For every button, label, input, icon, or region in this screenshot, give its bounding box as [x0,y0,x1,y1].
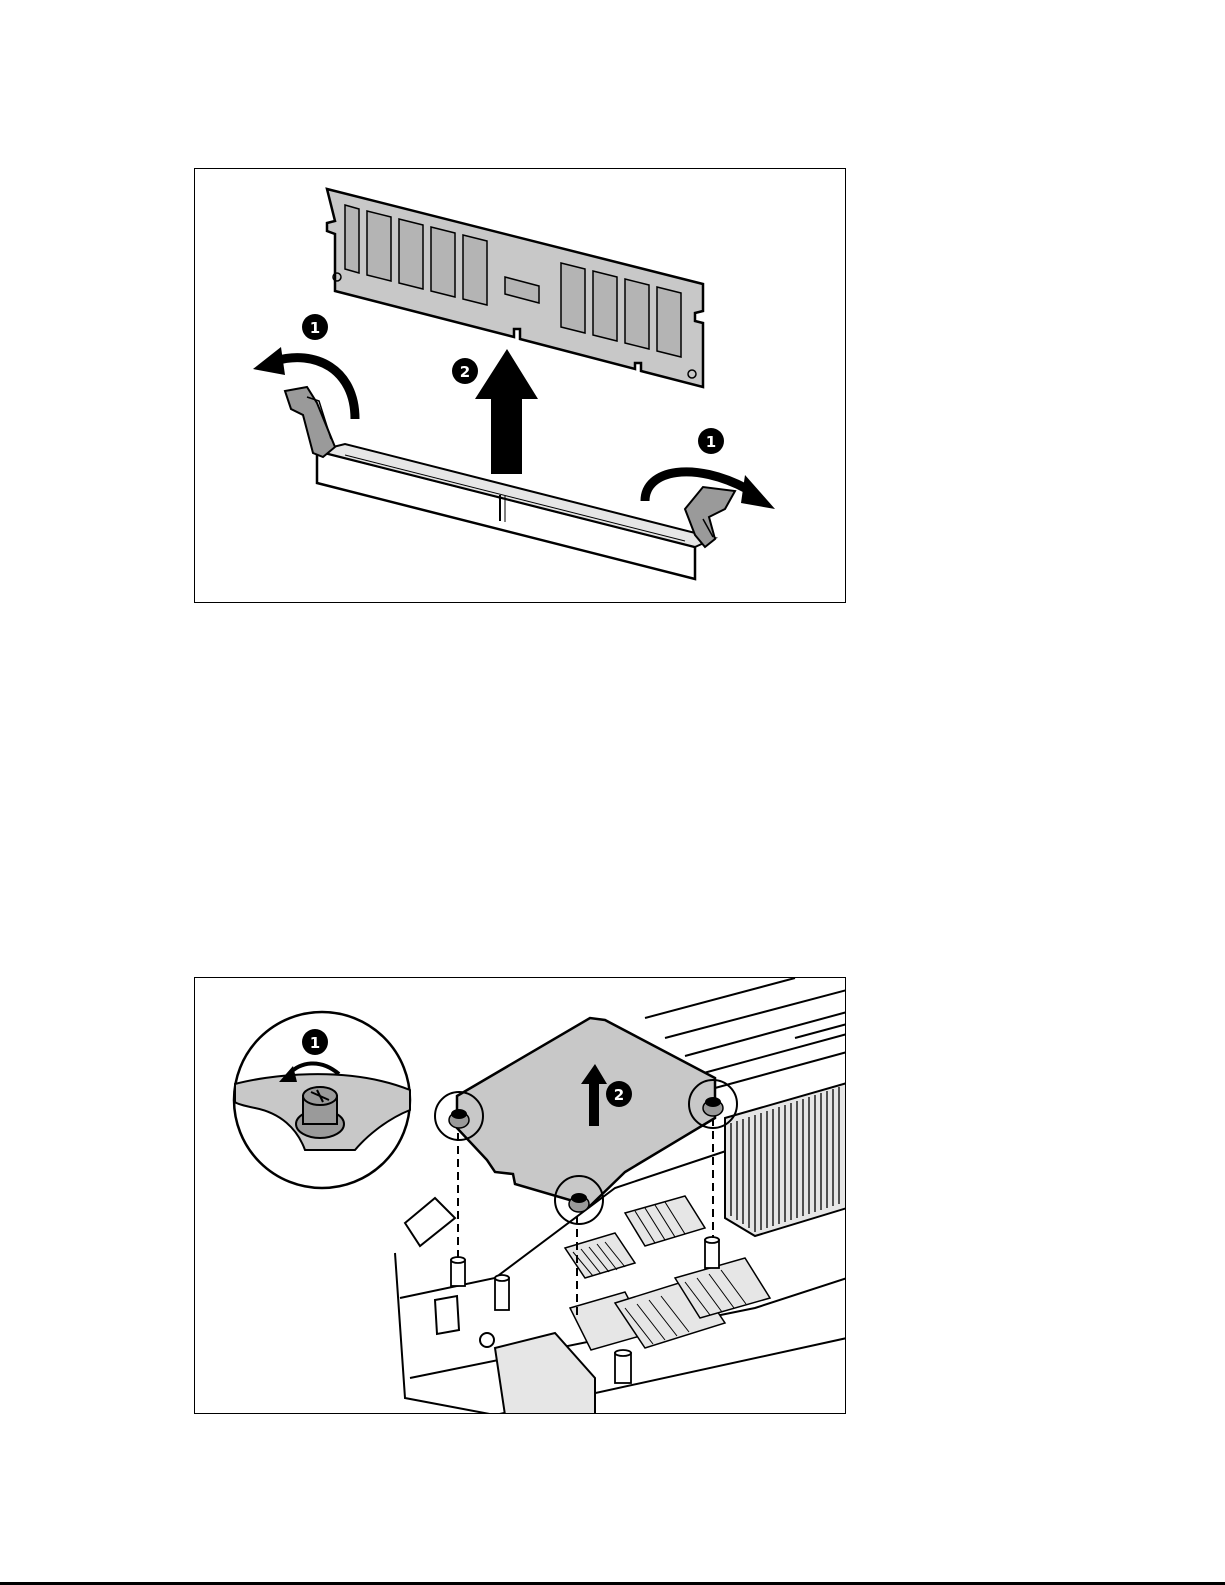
memory-chip [625,279,649,349]
thumbscrew [569,1193,589,1212]
memory-chip [561,263,585,333]
standoff [451,1260,465,1286]
callout-label: 1 [310,319,320,337]
callout-step-lift: 2 [606,1081,632,1107]
cover-removal-illustration: 1 2 [195,978,846,1414]
latch-left [285,387,335,457]
standoff [615,1353,631,1383]
memory-chip [657,287,681,357]
figure-cover-removal: 1 2 [194,977,846,1414]
standoff-top [495,1275,509,1281]
rear-connector [435,1296,595,1414]
callout-step-right: 1 [698,428,724,454]
connector-latch [435,1296,459,1334]
memory-chip [367,211,391,281]
callout-label: 1 [310,1034,320,1052]
board-clip [405,1198,455,1246]
thumbscrew [703,1097,723,1116]
callout-label: 2 [614,1086,624,1104]
rail-line [645,978,795,1018]
dimm-module [327,189,703,387]
rotate-arrow-right-head [741,475,775,509]
lift-arrow-shape [475,349,538,474]
standoff [705,1240,719,1268]
callout-label: 2 [460,363,470,381]
connector-screw [480,1333,494,1347]
rail-line [715,1052,846,1088]
memory-chip [593,271,617,341]
dimm-removal-illustration: 1 2 1 [195,169,846,603]
callout-step-center: 2 [452,358,478,384]
memory-chip [463,235,487,305]
callout-label: 1 [706,433,716,451]
rotate-arrow-left-head [253,347,285,375]
rail-line [685,1012,846,1056]
thumbscrew [449,1109,469,1128]
rail-line [700,1034,846,1074]
heatsink [725,1083,846,1236]
callout-step-detail: 1 [302,1029,328,1055]
callout-step-left: 1 [302,314,328,340]
lift-arrow [475,349,538,474]
standoff-top [615,1350,631,1356]
figure-dimm-removal: 1 2 1 [194,168,846,603]
connector-body [495,1333,595,1414]
memory-chip [345,205,359,273]
standoff [495,1278,509,1310]
memory-chip [399,219,423,289]
memory-chip [431,227,455,297]
